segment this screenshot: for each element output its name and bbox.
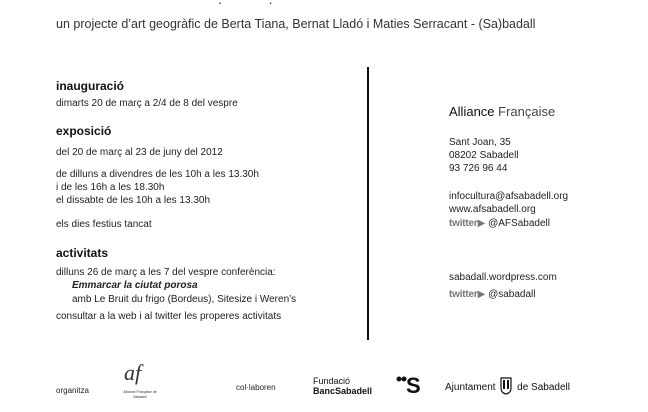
- alliance-francaise-title: Alliance Française: [449, 104, 555, 119]
- coat-of-arms-icon: [500, 377, 512, 395]
- exposicio-hours-2: i de les 16h a les 18.30h: [56, 182, 165, 193]
- organitza-label: organitza: [56, 386, 89, 395]
- ajuntament-logo: Ajuntament de Sabadell: [445, 377, 570, 395]
- twitter-bird-icon-2: ▶: [477, 289, 486, 300]
- twitter-af-link[interactable]: twitter▶ @AFSabadell: [449, 217, 550, 230]
- twitter-sabadall-link[interactable]: twitter▶ @sabadall: [449, 288, 536, 301]
- twitter-handle-sabadall: @sabadall: [488, 289, 536, 300]
- address-line-1: Sant Joan, 35: [449, 137, 511, 148]
- exposicio-dates: del 20 de març al 23 de juny del 2012: [56, 147, 223, 158]
- column-divider: [367, 67, 369, 340]
- bs-logo-letter: S: [406, 373, 421, 398]
- exposicio-heading: exposició: [56, 124, 112, 138]
- twitter-handle-af: @AFSabadell: [488, 218, 550, 229]
- inauguracio-heading: inauguració: [56, 79, 125, 93]
- exposicio-closed: els dies festius tancat: [56, 219, 152, 230]
- ajuntament-text: Ajuntament: [445, 382, 496, 393]
- blog-link[interactable]: sabadall.wordpress.com: [449, 272, 557, 283]
- activitats-heading: activitats: [56, 246, 109, 260]
- email-link[interactable]: infocultura@afsabadell.org: [449, 191, 569, 202]
- twitter-bird-icon: ▶: [477, 218, 486, 229]
- twitter-logo-text-2: twitter: [449, 289, 478, 300]
- phone: 93 726 96 44: [449, 163, 508, 174]
- bancsabadell-text: BancSabadell: [313, 386, 373, 396]
- collaboren-label: col·laboren: [236, 383, 276, 392]
- project-subtitle: un projecte d’art geogràfic de Berta Tia…: [56, 17, 536, 31]
- de-sabadell-text: de Sabadell: [517, 382, 570, 393]
- bs-logo-dots-icon: [396, 376, 407, 382]
- talk-title: Emmarcar la ciutat porosa: [72, 280, 198, 291]
- activitats-line-2: amb Le Bruit du frigo (Bordeus), Sitesiz…: [72, 294, 297, 305]
- address-line-2: 08202 Sabadell: [449, 150, 519, 161]
- fundacio-bancsabadell-logo: Fundació BancSabadell: [313, 376, 372, 396]
- francaise-word: Française: [498, 104, 556, 119]
- exposicio-hours-1: de dilluns a divendres de les 10h a les …: [56, 169, 259, 180]
- fundacio-text: Fundació: [313, 376, 351, 386]
- af-logo-mark: af: [124, 360, 142, 385]
- website-link[interactable]: www.afsabadell.org: [449, 204, 536, 215]
- activitats-line-3: consultar a la web i al twitter les prop…: [56, 311, 282, 322]
- cropped-title: . .: [0, 0, 648, 8]
- activitats-line-1: dilluns 26 de març a les 7 del vespre co…: [56, 267, 276, 278]
- af-logo-sub: Alliance Française de Sabadell: [123, 390, 157, 399]
- inauguracio-text: dimarts 20 de març a 2/4 de 8 del vespre: [56, 98, 238, 109]
- af-logo: af Alliance Française de Sabadell: [119, 362, 161, 406]
- twitter-logo-text: twitter: [449, 218, 478, 229]
- alliance-word: Alliance: [449, 104, 495, 119]
- exposicio-hours-3: el dissabte de les 10h a les 13.30h: [56, 195, 210, 206]
- bs-logo: S: [396, 374, 424, 398]
